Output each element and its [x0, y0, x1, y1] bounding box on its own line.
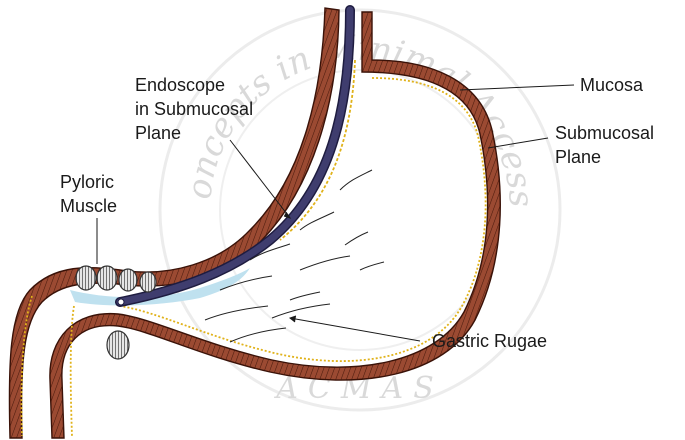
- leader-lines: [96, 84, 575, 342]
- label-gastric-rugae: Gastric Rugae: [432, 331, 547, 351]
- mucosa-lines: [20, 59, 487, 437]
- label-submucosal-plane: Submucosal Plane: [555, 123, 659, 167]
- submucosal-fluid-cushion: [70, 268, 250, 306]
- pyloric-muscle: [75, 265, 157, 360]
- endoscope-tip: [117, 298, 125, 306]
- label-endoscope: Endoscope in Submucosal Plane: [135, 75, 258, 143]
- label-mucosa: Mucosa: [580, 75, 644, 95]
- gastric-rugae: [204, 169, 385, 343]
- label-pyloric-muscle: Pyloric Muscle: [60, 172, 119, 216]
- greater-curvature-wall: [49, 11, 501, 439]
